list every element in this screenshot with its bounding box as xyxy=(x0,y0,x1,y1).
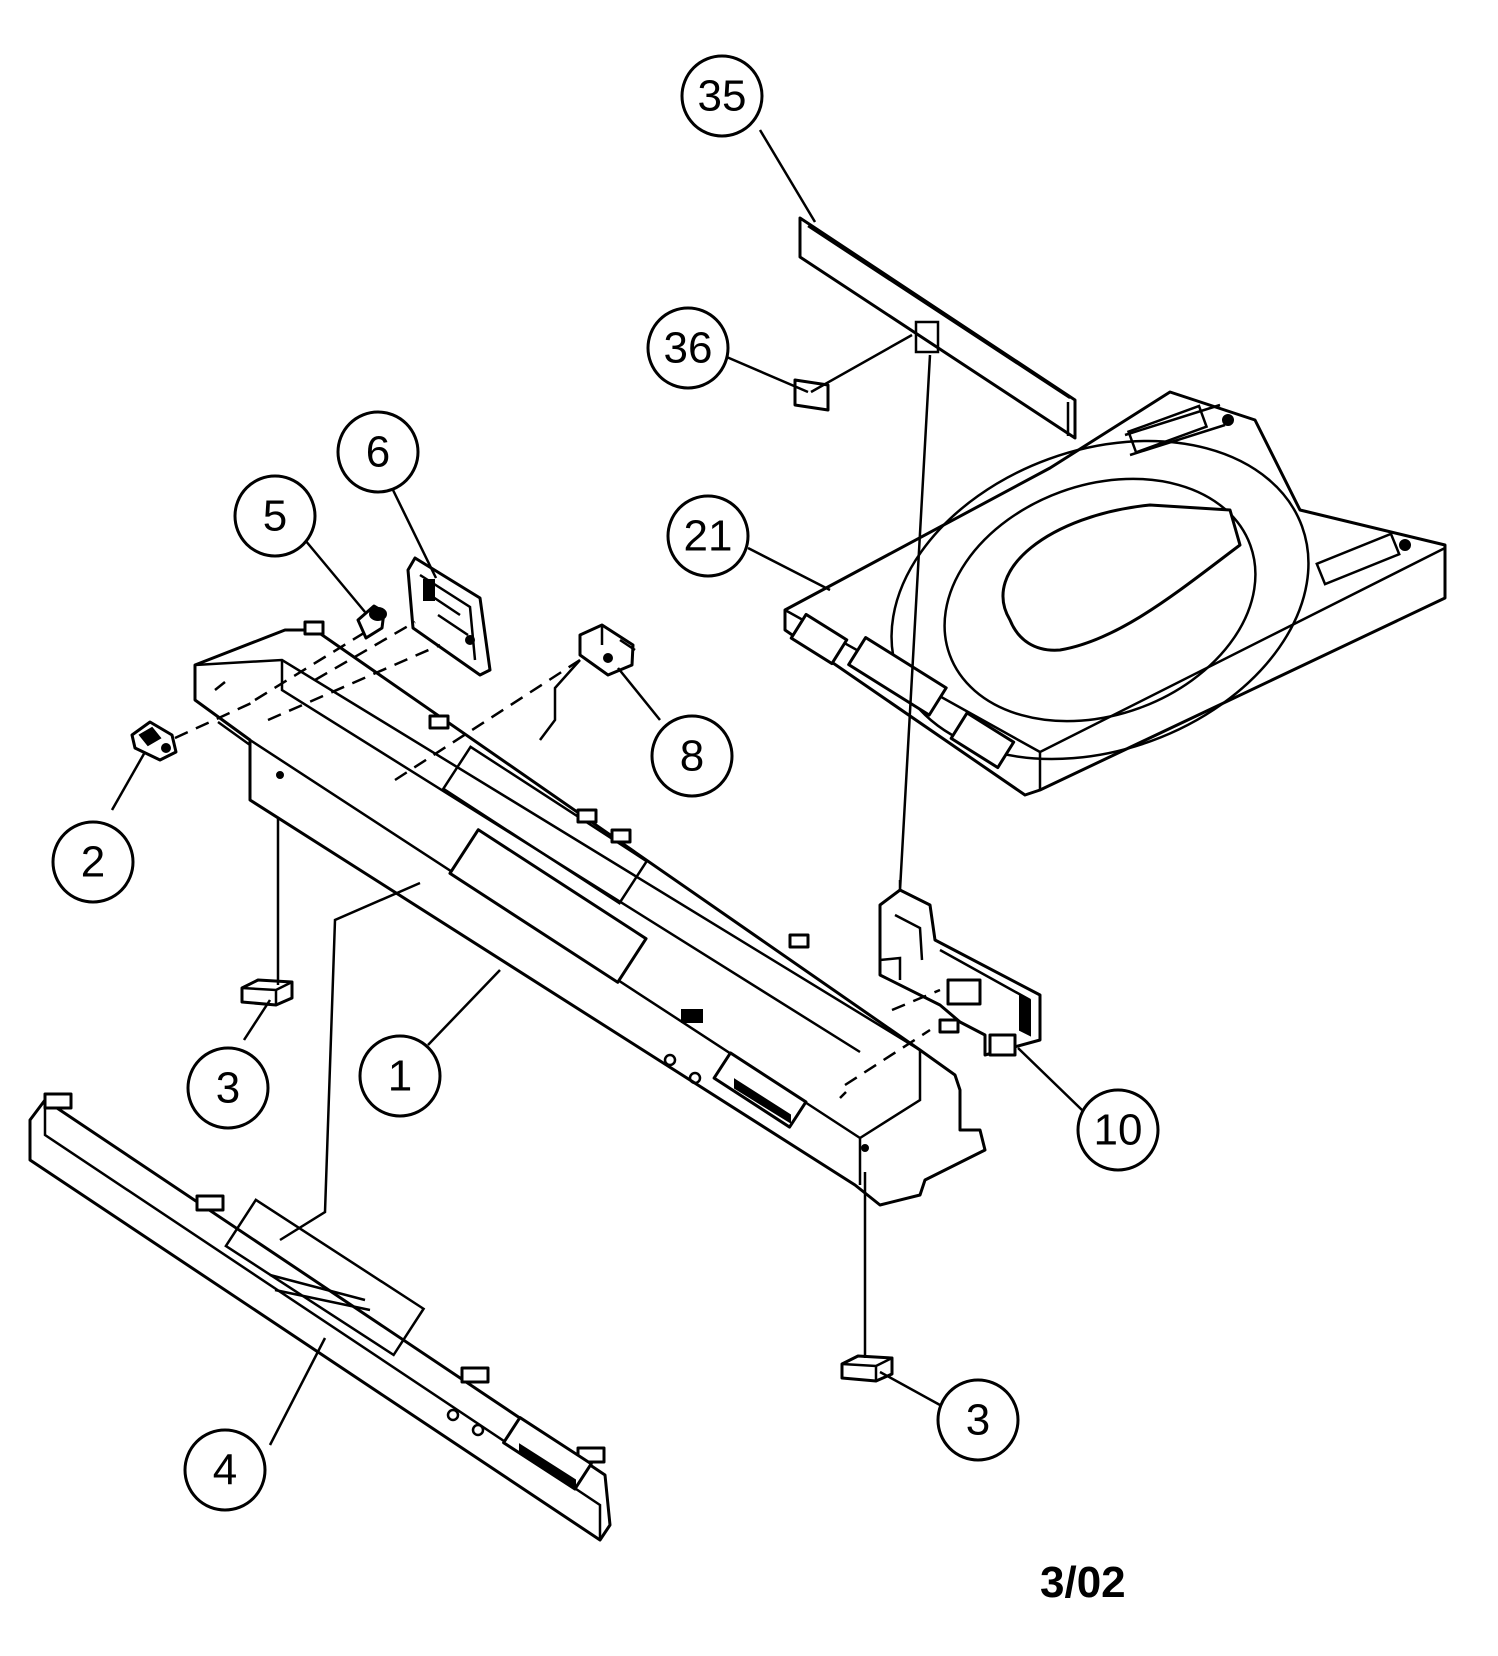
part-5-knob xyxy=(356,604,387,640)
callout-leader-lines xyxy=(110,129,1083,1446)
part-1-housing xyxy=(193,620,987,1207)
callout-5: 5 xyxy=(233,474,317,558)
callout-4: 4 xyxy=(183,1428,267,1512)
callout-3-right: 3 xyxy=(936,1378,1020,1462)
callout-8: 8 xyxy=(650,714,734,798)
callout-2: 2 xyxy=(51,820,135,904)
callout-2-label: 2 xyxy=(81,838,105,887)
part-3-foot-left xyxy=(240,978,294,1007)
callout-36: 36 xyxy=(646,306,730,390)
part-21-tray xyxy=(783,390,1447,797)
date-code: 3/02 xyxy=(1040,1558,1126,1607)
callout-36-label: 36 xyxy=(664,324,713,373)
callout-8-label: 8 xyxy=(680,732,704,781)
callout-6-label: 6 xyxy=(366,428,390,477)
callout-21-label: 21 xyxy=(684,512,733,561)
callout-35: 35 xyxy=(680,54,764,138)
callout-5-label: 5 xyxy=(263,492,287,541)
callout-21: 21 xyxy=(666,494,750,578)
callout-10: 10 xyxy=(1076,1088,1160,1172)
part-35-strip xyxy=(798,216,1077,440)
part-6-board xyxy=(406,556,492,677)
part-8-switch xyxy=(578,623,636,677)
assembly-guide-lines xyxy=(174,354,941,1358)
callout-3-left-label: 3 xyxy=(216,1064,240,1113)
callout-35-label: 35 xyxy=(698,72,747,121)
callout-6: 6 xyxy=(336,410,420,494)
callout-4-label: 4 xyxy=(213,1446,237,1495)
callout-1-label: 1 xyxy=(388,1052,412,1101)
part-3-foot-right xyxy=(840,1354,894,1383)
part-2-clip xyxy=(130,720,178,762)
callout-3-right-label: 3 xyxy=(966,1396,990,1445)
part-10-board xyxy=(878,888,1042,1057)
callout-3-left: 3 xyxy=(186,1046,270,1130)
part-4-panel xyxy=(28,1092,612,1542)
callout-10-label: 10 xyxy=(1094,1106,1143,1155)
callout-1: 1 xyxy=(358,1034,442,1118)
